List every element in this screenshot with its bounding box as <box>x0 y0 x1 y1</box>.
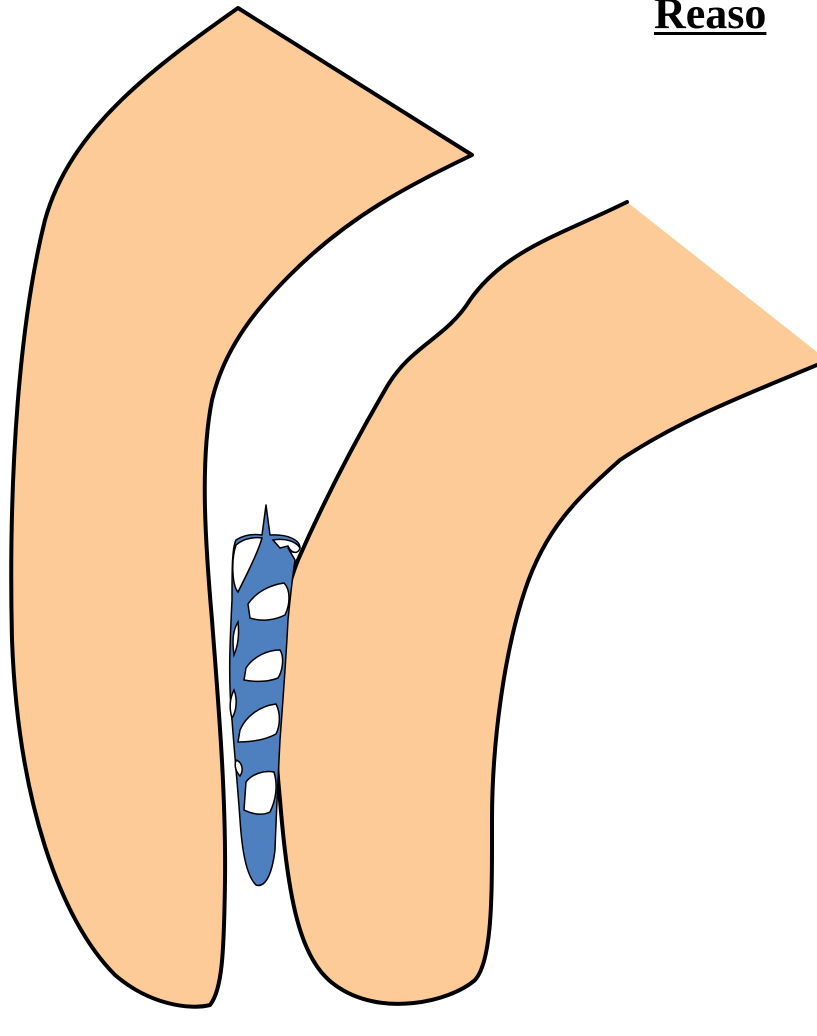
page-title: Reaso <box>654 0 766 36</box>
insert-hole <box>244 771 276 814</box>
right-tissue-shape <box>275 202 817 1004</box>
